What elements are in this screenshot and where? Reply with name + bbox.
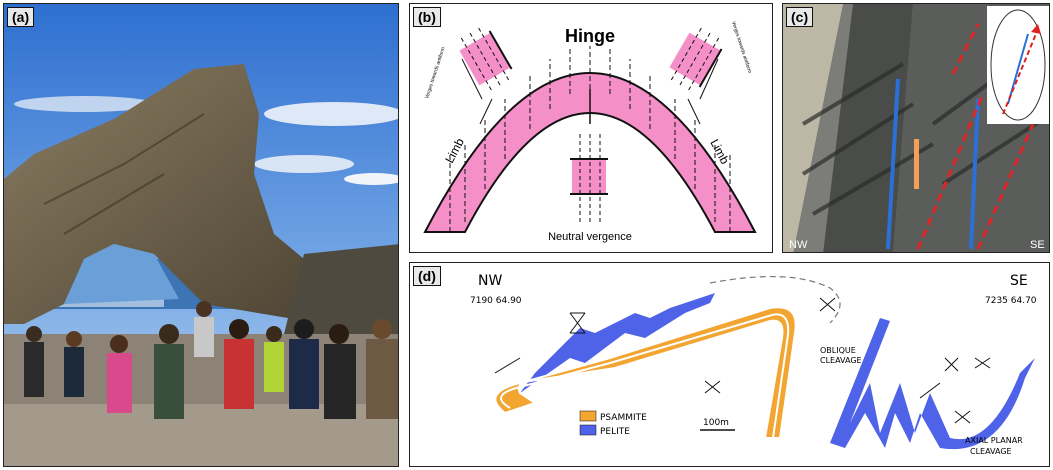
inset-box: [987, 6, 1049, 124]
pelite-upper-limb: [520, 293, 715, 393]
pelite-right-zigzag: [830, 318, 1035, 450]
people-group: [24, 301, 398, 419]
hinge-label: Hinge: [565, 26, 615, 46]
scale-label: 100m: [703, 418, 729, 428]
verge-left-label: Verges towards antiform: [424, 46, 446, 99]
axial-line-2: CLEAVAGE: [970, 447, 1012, 456]
axial-cleavage-label: AXIAL PLANAR CLEAVAGE: [965, 436, 1025, 456]
panel-b-fold-diagram: (b): [409, 3, 773, 253]
limb-left-label: Limb: [442, 136, 467, 166]
legend-pelite-label: PELITE: [600, 427, 630, 437]
oblique-line-1: OBLIQUE: [820, 346, 856, 355]
legend-psammite-label: PSAMMITE: [600, 413, 647, 423]
folded-layer: [423, 72, 757, 233]
psammite-fold: [494, 306, 797, 439]
stereonet-inset: [990, 9, 1046, 121]
panel-d-cross-section: (d) PSAMMITE PELITE 100m NW SE: [409, 262, 1050, 467]
neutral-vergence-label: Neutral vergence: [548, 231, 632, 243]
panel-c-tag: (c): [786, 7, 814, 27]
sea-arch-photo: [4, 4, 398, 466]
cross-section-svg: PSAMMITE PELITE 100m NW SE 7190 64.90 72…: [470, 273, 1037, 456]
panel-c-outcrop-photo: (c) NW SE: [782, 3, 1050, 253]
outcrop-svg: NW SE: [783, 4, 1049, 252]
neutral-vergence-box: [570, 134, 608, 224]
coord-right-label: 7235 64.70: [985, 296, 1037, 306]
panel-c-se-label: SE: [1030, 239, 1045, 251]
legend-pelite-swatch: [579, 424, 597, 436]
panel-d-tag: (d): [413, 266, 441, 286]
panel-a-photo: (a): [3, 3, 399, 467]
panel-a-tag: (a): [7, 7, 35, 27]
coord-left-label: 7190 64.90: [470, 296, 522, 306]
panel-c-nw-label: NW: [789, 239, 808, 251]
oblique-line-2: CLEAVAGE: [820, 356, 862, 365]
panel-d-se-label: SE: [1010, 273, 1028, 289]
left-vergence-box: [459, 27, 513, 91]
oblique-cleavage-label: OBLIQUE CLEAVAGE: [820, 346, 862, 365]
legend-psammite-swatch: [579, 410, 597, 422]
antiform-fold-svg: Hinge Limb Limb Neutral vergence Verges …: [423, 21, 757, 243]
panel-b-tag: (b): [413, 7, 441, 27]
verge-right-label: Verges towards antiform: [730, 21, 752, 74]
right-vergence-box: [669, 27, 723, 91]
panel-d-nw-label: NW: [478, 273, 502, 289]
axial-line-1: AXIAL PLANAR: [965, 436, 1023, 445]
structural-symbols: [494, 297, 991, 424]
